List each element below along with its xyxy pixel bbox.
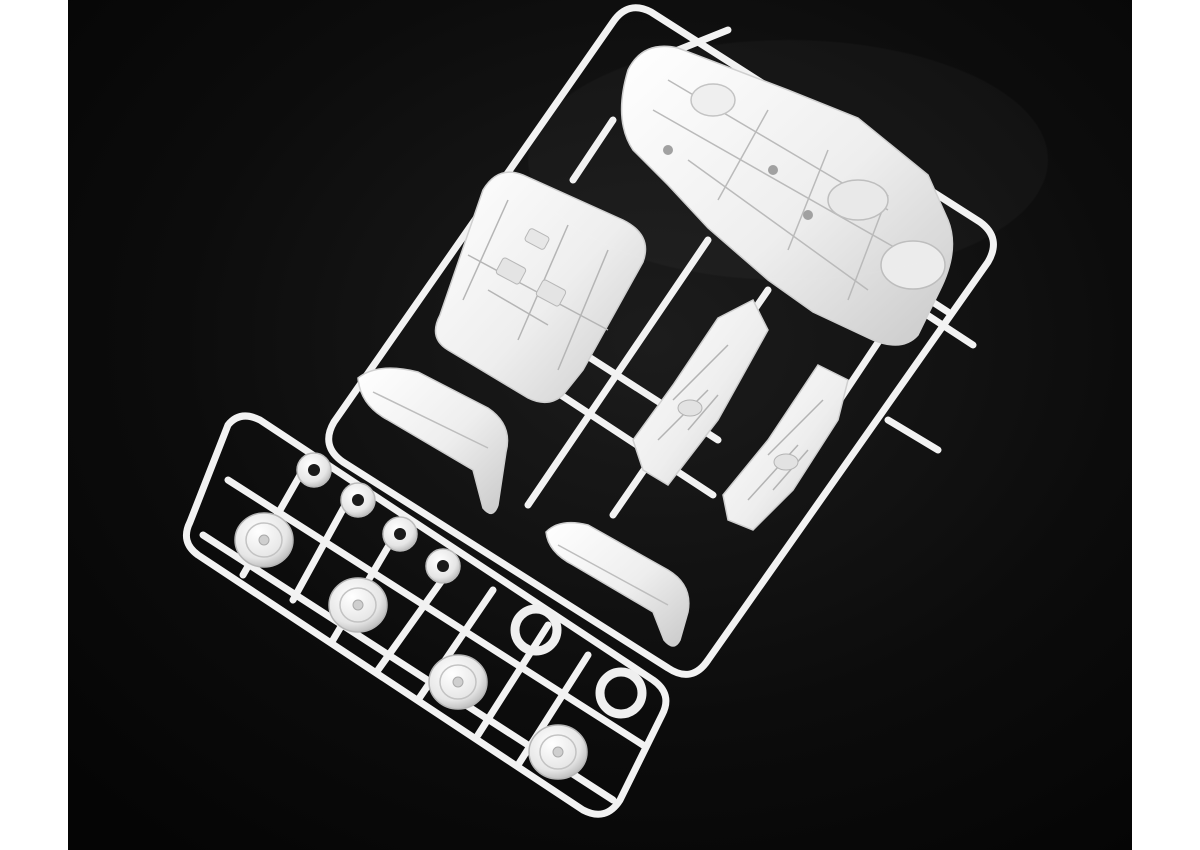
front-bumper-part — [357, 367, 509, 514]
wheel-2 — [328, 577, 388, 633]
wheel-3 — [428, 654, 488, 710]
wheel-4 — [528, 724, 588, 780]
interior-tub-part — [434, 171, 647, 404]
wheel-parts — [234, 512, 588, 780]
side-panel-part-left — [632, 298, 769, 486]
wheel-1 — [234, 512, 294, 568]
side-panel-part-right — [722, 364, 849, 531]
tire-ring-2 — [595, 667, 647, 719]
hub-1 — [296, 452, 332, 488]
photo-frame — [68, 0, 1132, 850]
hub-4 — [425, 548, 461, 584]
tire-ring-1 — [510, 604, 562, 656]
hub-2 — [340, 482, 376, 518]
hub-parts — [296, 452, 461, 584]
rear-bumper-part — [545, 521, 690, 647]
tire-rings — [510, 604, 647, 719]
hub-3 — [382, 516, 418, 552]
chassis-part — [620, 45, 954, 346]
sprue-photo — [68, 0, 1132, 850]
